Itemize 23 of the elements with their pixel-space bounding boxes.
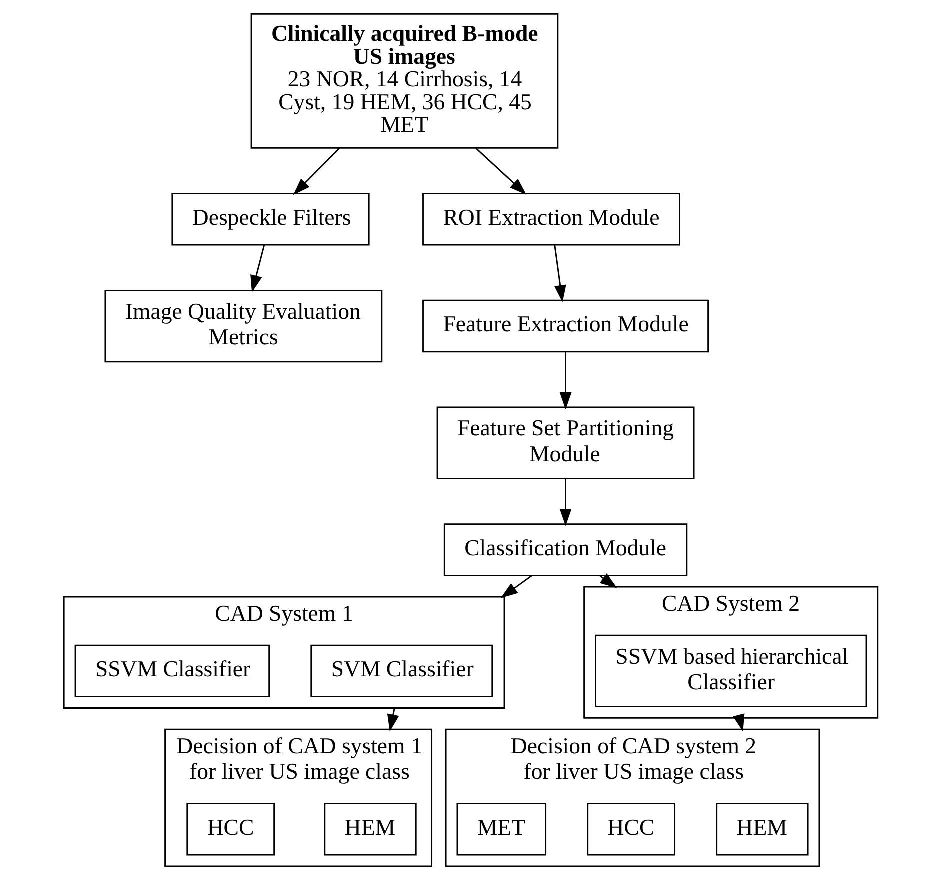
node-box: HEM [324, 803, 416, 856]
node-box: HCC [186, 803, 275, 856]
node-box: Despeckle Filters [171, 193, 370, 246]
arrow [292, 148, 340, 196]
node-box: Classification Module [443, 524, 688, 576]
node-box: ROI Extraction Module [422, 193, 680, 246]
node-box: HEM [716, 803, 808, 856]
node-box: Feature Set Partitioning Module [436, 406, 694, 480]
node-box: MET [456, 803, 546, 856]
node-box: Feature Extraction Module [422, 300, 708, 353]
arrow [250, 245, 265, 293]
node-box: Image Quality Evaluation Metrics [104, 290, 382, 363]
node-box: SSVM based hierarchical Classifier [594, 634, 867, 708]
node-box: SVM Classifier [310, 644, 493, 698]
node-box: SSVM Classifier [74, 644, 270, 698]
arrow [559, 479, 572, 526]
arrow [500, 575, 532, 598]
arrow [554, 245, 566, 302]
arrow [475, 148, 526, 196]
node-box: Clinically acquired B-mode US images 23 NOR, 14 Cirrhosis, 14 Cyst, 19 HEM, 36 HCC, 45 MET [250, 13, 558, 149]
arrow [559, 352, 572, 410]
node-box: HCC [586, 803, 676, 856]
arrow [386, 708, 399, 732]
